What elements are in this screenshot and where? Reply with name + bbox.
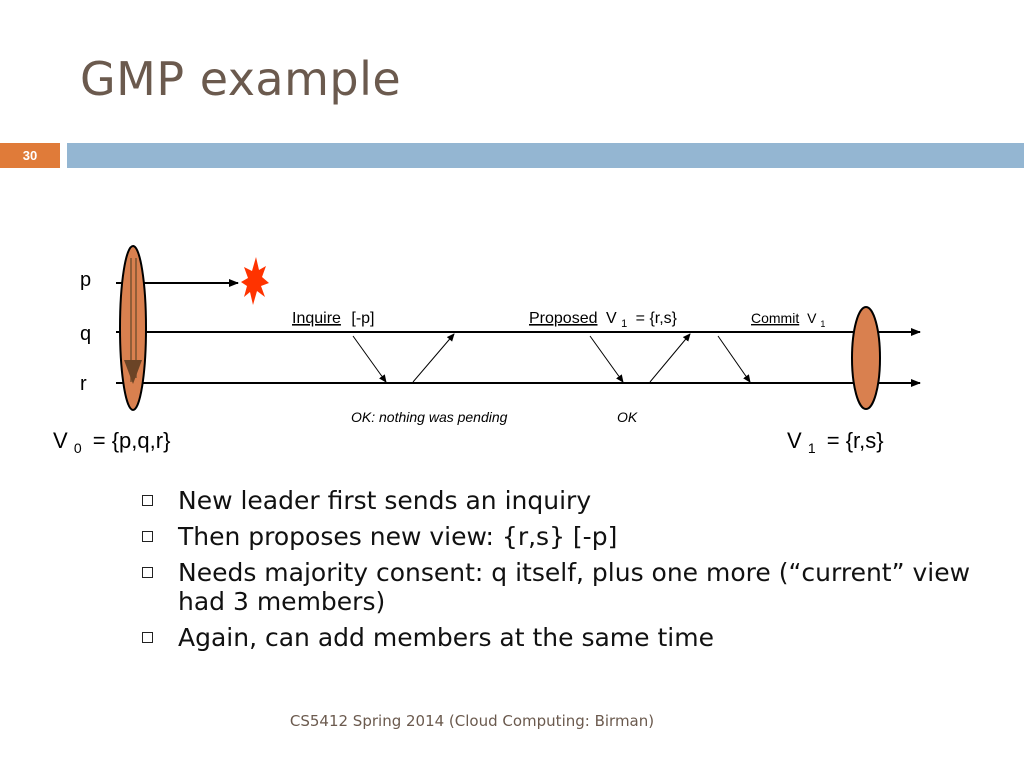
bullet-item: New leader first sends an inquiry [140, 486, 980, 515]
ok-reply-arrow [412, 333, 455, 383]
process-label-r: r [80, 373, 87, 395]
bullet-square-icon [142, 495, 153, 506]
gmp-diagram: p q r Inquire [-p] Proposed V 1 = {r,s} … [53, 245, 921, 458]
slide-title: GMP example [80, 52, 402, 106]
bullet-list: New leader first sends an inquiry Then p… [140, 486, 980, 659]
ok-proposal-arrow [649, 333, 691, 383]
inquire-message-arrow [352, 335, 387, 383]
crash-icon [241, 257, 269, 305]
commit-label: Commit V 1 [751, 310, 825, 329]
bullet-item: Needs majority consent: q itself, plus o… [140, 558, 980, 616]
inquire-label: Inquire [-p] [292, 310, 375, 327]
accent-bar [67, 143, 1024, 168]
ok-label: OK [617, 409, 638, 425]
bullet-square-icon [142, 531, 153, 542]
bullet-item: Then proposes new view: {r,s} [-p] [140, 522, 980, 551]
bullet-square-icon [142, 567, 153, 578]
bullet-square-icon [142, 632, 153, 643]
view-v1-label: V 1 = {r,s} [787, 428, 884, 458]
proposed-label: Proposed V 1 = {r,s} [529, 310, 678, 331]
process-label-q: q [80, 323, 91, 345]
view-v0-label: V 0 = {p,q,r} [53, 428, 170, 458]
ok-pending-label: OK: nothing was pending [351, 409, 508, 425]
process-label-p: p [80, 269, 91, 291]
footer-text: CS5412 Spring 2014 (Cloud Computing: Bir… [289, 712, 655, 730]
proposed-message-arrow [589, 335, 624, 383]
view-v1-ellipse [851, 306, 881, 410]
commit-message-arrow [717, 335, 751, 383]
view-v0-ellipse [119, 245, 147, 411]
bullet-item: Again, can add members at the same time [140, 623, 980, 652]
slide-number: 30 [0, 143, 60, 168]
down-arrow-icon [124, 360, 142, 384]
